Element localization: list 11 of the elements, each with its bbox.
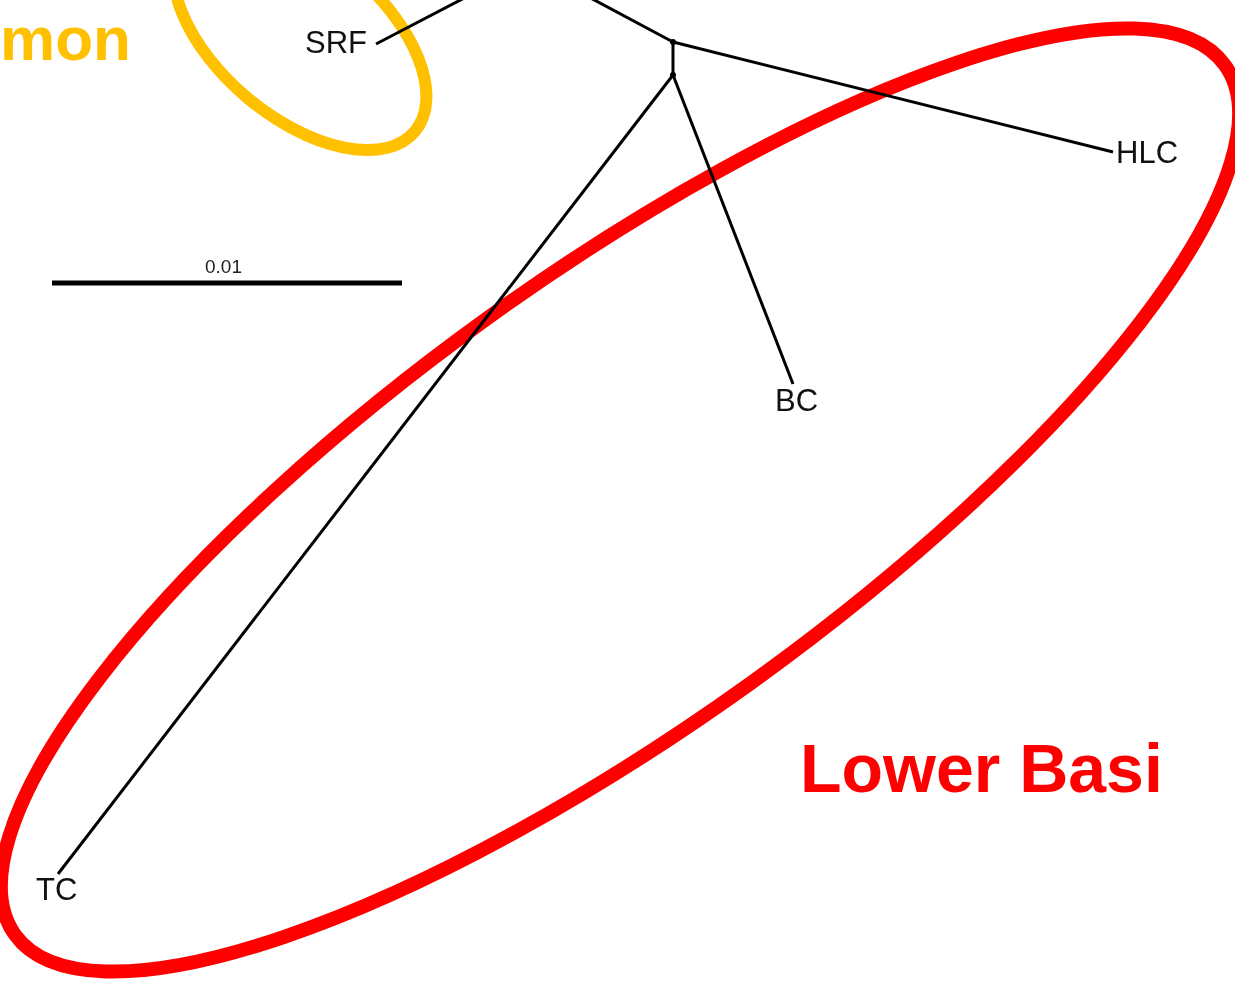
tip-label: BC [775, 385, 819, 416]
tree-branch [671, 42, 675, 75]
scale-label: 0.01 [205, 257, 242, 276]
tip-label: SRF [305, 27, 367, 58]
tip-label: HLC [1116, 137, 1178, 168]
tip-label: TC [36, 874, 78, 905]
group-label: mon [0, 8, 131, 70]
tree-branch [56, 74, 675, 875]
group-label: Lower Basi [800, 734, 1163, 802]
branch-point [670, 72, 676, 78]
branch-point [670, 39, 676, 45]
